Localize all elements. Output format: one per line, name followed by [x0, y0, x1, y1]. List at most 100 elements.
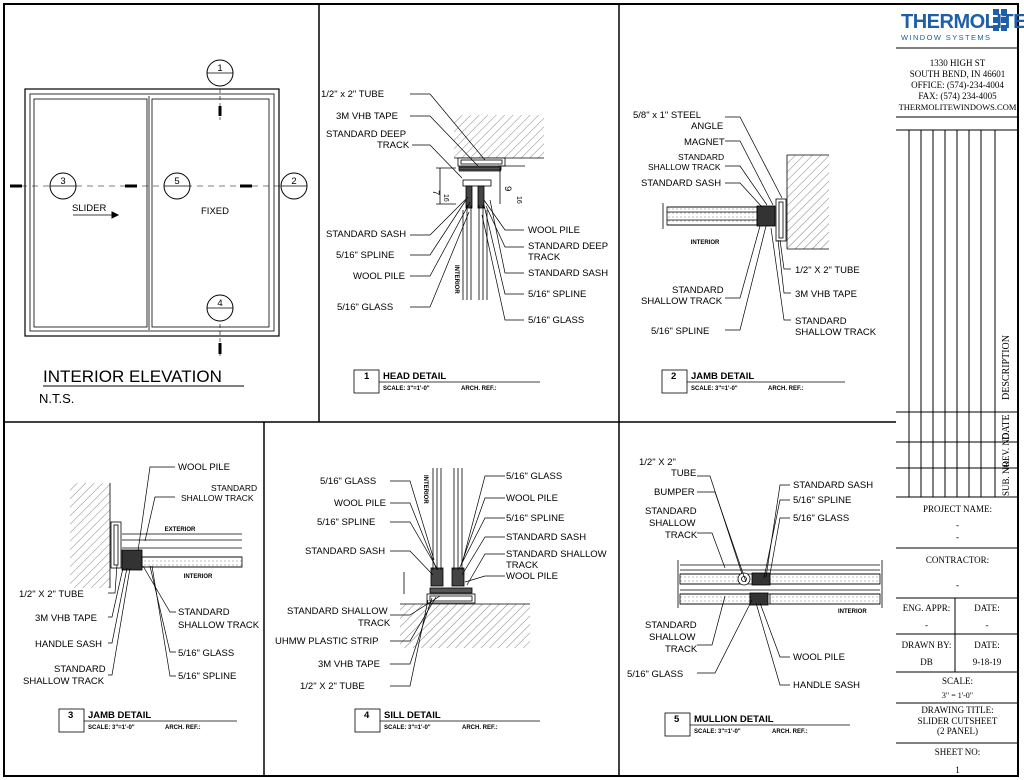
jamb2-scale: SCALE: 3"=1'-0"	[691, 386, 738, 392]
sill-title: SILL DETAIL	[384, 710, 441, 721]
jamb3-wool: WOOL PILE	[178, 462, 230, 473]
sill-l-wool: WOOL PILE	[334, 498, 386, 509]
contractor-label: CONTRACTOR:	[925, 555, 990, 565]
jamb3-tube: 1/2" X 2" TUBE	[19, 589, 84, 600]
jamb2-interior: INTERIOR	[691, 240, 720, 246]
sill-ref: ARCH. REF.:	[462, 725, 498, 731]
jamb3-num: 3	[68, 710, 73, 721]
jamb3-shallow3: SHALLOW TRACK	[178, 620, 260, 631]
eng-appr-label: ENG. APPR:	[902, 603, 951, 613]
drawing-title-2: (2 PANEL)	[937, 726, 978, 736]
mullion-glass: 5/16" GLASS	[627, 669, 683, 680]
jamb3-std2: STANDARD	[54, 664, 106, 675]
slider-label: SLIDER	[72, 203, 106, 214]
sill-leaders	[390, 475, 505, 687]
grid-lines	[3, 3, 896, 777]
rev-no-header: REV. NO.	[1001, 430, 1011, 467]
jamb2-tube: 1/2" X 2" TUBE	[795, 265, 860, 276]
sub-no-header: SUB. NO.	[1001, 459, 1011, 496]
eng-date-value: -	[985, 620, 989, 630]
title-block-lines	[896, 47, 1019, 744]
sheet-no-label: SHEET NO:	[934, 747, 981, 757]
jamb3-std3: STANDARD	[178, 607, 230, 618]
head-label-tube: 1/2" x 2" TUBE	[321, 89, 384, 100]
company-address2: SOUTH BEND, IN 46601	[909, 69, 1006, 79]
jamb3-ref: ARCH. REF.:	[165, 725, 201, 731]
jamb2-leaders	[725, 116, 791, 331]
jamb2-magnet: MAGNET	[684, 137, 725, 148]
head-r-deep: STANDARD DEEP	[528, 241, 608, 252]
callout-4-bottom: 4	[217, 298, 222, 309]
jamb2-std: STANDARD	[678, 152, 724, 162]
mullion-bumper: BUMPER	[654, 487, 695, 498]
jamb3-interior: INTERIOR	[184, 574, 213, 580]
mullion-ref: ARCH. REF.:	[772, 729, 808, 735]
jamb2-vhb: 3M VHB TAPE	[795, 289, 857, 300]
drawn-date-value: 9-18-19	[972, 657, 1002, 667]
sill-r-wool: WOOL PILE	[506, 493, 558, 504]
company-fax: FAX: (574) 234-4005	[918, 91, 997, 101]
jamb2-sash: STANDARD SASH	[641, 178, 721, 189]
jamb2-std3: STANDARD	[795, 316, 847, 327]
head-r-sash: STANDARD SASH	[528, 268, 608, 279]
head-dim-1: 7	[430, 190, 441, 195]
jamb3-handle: HANDLE SASH	[35, 639, 102, 650]
sill-r-wool2: WOOL PILE	[506, 571, 558, 582]
mullion-num: 5	[674, 714, 680, 725]
mullion-spline: 5/16" SPLINE	[793, 495, 851, 506]
mullion-handle: HANDLE SASH	[793, 680, 860, 691]
sill-l-uhmw: UHMW PLASTIC STRIP	[275, 636, 378, 647]
head-label-deep: STANDARD DEEP	[326, 129, 406, 140]
jamb3-leaders	[108, 466, 176, 677]
mullion-scale: SCALE: 3"=1'-0"	[694, 729, 741, 735]
thermolite-logo: THERMOLITE WINDOW SYSTEMS	[901, 9, 1024, 42]
head-r-glass: 5/16" GLASS	[528, 315, 584, 326]
sill-scale: SCALE: 3"=1'-0"	[384, 725, 431, 731]
company-web: THERMOLITEWINDOWS.COM	[898, 102, 1017, 112]
jamb3-exterior: EXTERIOR	[165, 527, 196, 533]
head-scale: SCALE: 3"=1'-0"	[383, 386, 430, 392]
callout-2-right: 2	[291, 176, 296, 187]
head-dim-2-den: 16	[515, 196, 522, 204]
jamb3-spline: 5/16" SPLINE	[178, 671, 236, 682]
mullion-shallow: SHALLOW	[649, 518, 695, 529]
jamb3-glass: 5/16" GLASS	[178, 648, 234, 659]
project-label: PROJECT NAME:	[922, 504, 993, 514]
sheet-no-value: 1	[955, 765, 960, 775]
jamb3-std: STANDARD	[211, 483, 257, 493]
jamb3-scale: SCALE: 3"=1'-0"	[88, 725, 135, 731]
head-label-spline: 5/16" SPLINE	[336, 250, 394, 261]
sill-r-shallow: STANDARD SHALLOW	[506, 549, 607, 560]
rev-date-header: DATE	[1001, 414, 1012, 440]
jamb3-title-box	[58, 708, 237, 733]
head-title-box	[353, 369, 540, 394]
mullion-title: MULLION DETAIL	[694, 714, 774, 725]
mullion-title-box	[664, 712, 850, 737]
sill-l-glass: 5/16" GLASS	[320, 476, 376, 487]
rev-description-header: DESCRIPTION	[1001, 335, 1012, 400]
mullion-sash: STANDARD SASH	[793, 480, 873, 491]
head-label-sash: STANDARD SASH	[326, 229, 406, 240]
head-label-wool: WOOL PILE	[353, 271, 405, 282]
head-interior-label: INTERIOR	[453, 265, 459, 294]
jamb2-title: JAMB DETAIL	[691, 371, 754, 382]
drawn-date-label: DATE:	[974, 640, 1000, 650]
mullion-tube: 1/2" X 2"	[639, 457, 676, 468]
callout-5-center: 5	[174, 176, 179, 187]
drawing-title-1: SLIDER CUTSHEET	[917, 716, 998, 726]
head-label-vhb: 3M VHB TAPE	[336, 111, 398, 122]
sill-r-track: TRACK	[506, 560, 539, 571]
drawing-title-label: DRAWING TITLE:	[921, 705, 994, 715]
sill-r-spline: 5/16" SPLINE	[506, 513, 564, 524]
jamb3-drawing	[70, 483, 243, 588]
eng-appr-value: -	[925, 620, 928, 630]
mullion-track2: TRACK	[665, 644, 698, 655]
head-detail-drawing	[436, 115, 544, 300]
sill-l-vhb: 3M VHB TAPE	[318, 659, 380, 670]
mullion-leaders	[697, 475, 790, 686]
mullion-interior: INTERIOR	[838, 609, 867, 615]
jamb2-shallow3: SHALLOW TRACK	[795, 327, 877, 338]
callout-3-left: 3	[60, 176, 65, 187]
sill-r-glass: 5/16" GLASS	[506, 471, 562, 482]
sill-l-tube: 1/2" X 2" TUBE	[300, 681, 365, 692]
